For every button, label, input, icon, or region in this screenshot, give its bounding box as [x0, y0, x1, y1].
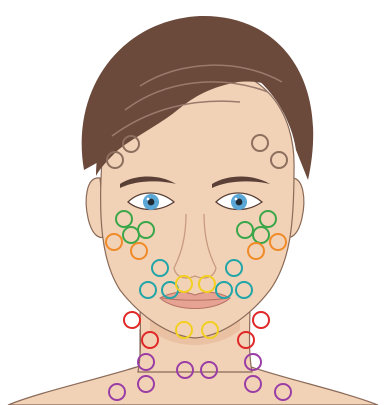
- face-massage-points-diagram: [0, 0, 385, 405]
